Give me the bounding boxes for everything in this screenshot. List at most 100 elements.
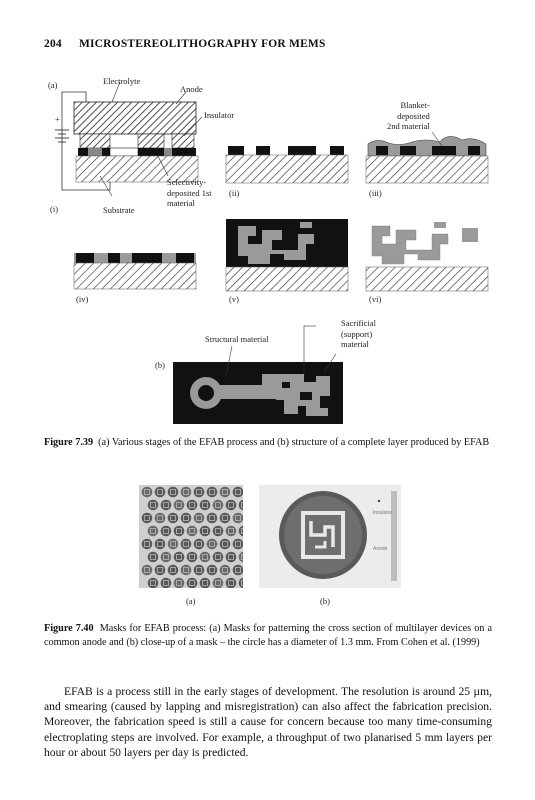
step-ii-label: (ii) bbox=[229, 188, 240, 198]
mask-pattern bbox=[144, 567, 150, 573]
mask-pattern bbox=[163, 502, 169, 508]
step-vi-label: (vi) bbox=[369, 294, 382, 304]
mask-pattern bbox=[157, 567, 163, 573]
sacrificial-line-3: material bbox=[341, 339, 369, 349]
sacrificial-material-label: Sacrificial (support) material bbox=[341, 318, 376, 350]
mask-pattern bbox=[144, 489, 150, 495]
body-paragraph: EFAB is a process still in the early sta… bbox=[44, 685, 492, 759]
mask-pattern bbox=[183, 541, 189, 547]
blanket-label: Blanket- deposited 2nd material bbox=[387, 100, 430, 132]
mask-disc bbox=[206, 538, 218, 550]
mask-pattern bbox=[183, 567, 189, 573]
mask-disc bbox=[180, 486, 192, 498]
mask-pattern bbox=[157, 541, 163, 547]
mask-pattern bbox=[222, 489, 228, 495]
mask-closeup-photo bbox=[259, 485, 401, 588]
mask-disc bbox=[141, 538, 153, 550]
sacrificial-line-1: Sacrificial bbox=[341, 318, 376, 328]
mask-disc bbox=[219, 564, 231, 576]
mask-disc bbox=[193, 512, 205, 524]
step-v-label: (v) bbox=[229, 294, 239, 304]
step-iv-label: (iv) bbox=[76, 294, 89, 304]
mask-pattern bbox=[235, 489, 241, 495]
blanket-line-2: deposited bbox=[397, 110, 430, 121]
mask-disc bbox=[212, 577, 224, 588]
mask-pattern bbox=[235, 515, 241, 521]
step-i-diagram bbox=[55, 81, 203, 197]
mask-pattern bbox=[241, 528, 243, 534]
mask-pattern bbox=[215, 554, 221, 560]
mask-pattern bbox=[189, 554, 195, 560]
step-i-label: (i) bbox=[50, 204, 59, 214]
mask-pattern bbox=[163, 528, 169, 534]
step-ii-diagram bbox=[225, 146, 349, 184]
mask-pattern bbox=[209, 515, 215, 521]
running-title: MICROSTEREOLITHOGRAPHY FOR MEMS bbox=[78, 38, 326, 50]
mask-pattern bbox=[189, 528, 195, 534]
mask-pattern bbox=[183, 515, 189, 521]
mask-pattern bbox=[183, 489, 189, 495]
mask-pattern bbox=[209, 489, 215, 495]
mask-disc bbox=[212, 525, 224, 537]
mask-disc bbox=[147, 525, 159, 537]
mask-disc bbox=[232, 538, 243, 550]
selectivity-line-2: deposited 1st bbox=[167, 187, 212, 198]
mask-disc bbox=[193, 564, 205, 576]
mask-pattern bbox=[202, 580, 208, 586]
insulator-label: Insulator bbox=[204, 110, 235, 120]
mask-disc bbox=[154, 486, 166, 498]
blanket-line-3: 2nd material bbox=[387, 121, 430, 131]
mask-pattern bbox=[222, 515, 228, 521]
mask-pattern bbox=[189, 502, 195, 508]
mask-pattern bbox=[157, 515, 163, 521]
mask-disc bbox=[141, 564, 153, 576]
mask-disc bbox=[154, 538, 166, 550]
mask-disc bbox=[180, 512, 192, 524]
mask-disc bbox=[154, 512, 166, 524]
insulator-small-label: Insulator bbox=[373, 510, 393, 516]
step-iii-label: (iii) bbox=[369, 188, 382, 198]
mask-pattern bbox=[196, 515, 202, 521]
mask-disc bbox=[225, 577, 237, 588]
mask-pattern bbox=[241, 580, 243, 586]
mask-pattern bbox=[170, 489, 176, 495]
mask-pattern bbox=[215, 502, 221, 508]
mask-pattern bbox=[196, 541, 202, 547]
mask-pattern bbox=[176, 528, 182, 534]
mask-disc bbox=[219, 486, 231, 498]
figure-7-39-caption-text: (a) Various stages of the EFAB process a… bbox=[98, 437, 490, 448]
blanket-line-1: Blanket- bbox=[400, 100, 430, 110]
mask-pattern bbox=[163, 580, 169, 586]
mask-pattern bbox=[228, 528, 234, 534]
structural-material-label: Structural material bbox=[205, 334, 269, 344]
fig39-part-a-label: (a) bbox=[48, 80, 58, 90]
fig40-part-b-label: (b) bbox=[320, 596, 330, 606]
mask-disc bbox=[147, 577, 159, 588]
mask-pattern bbox=[157, 489, 163, 495]
mask-disc bbox=[193, 538, 205, 550]
mask-pattern bbox=[215, 580, 221, 586]
figure-7-40-caption-text: Masks for EFAB process: (a) Masks for pa… bbox=[44, 623, 492, 648]
mask-pattern bbox=[170, 567, 176, 573]
mask-pattern bbox=[170, 515, 176, 521]
figure-7-39-caption-label: Figure 7.39 bbox=[44, 437, 94, 448]
mask-pattern bbox=[215, 528, 221, 534]
mask-disc bbox=[193, 486, 205, 498]
anode-small-label: Anode bbox=[373, 546, 388, 552]
mask-pattern bbox=[235, 541, 241, 547]
mask-disc bbox=[173, 577, 185, 588]
mask-disc bbox=[147, 499, 159, 511]
fig40-part-a-label: (a) bbox=[186, 596, 196, 606]
mask-disc bbox=[206, 512, 218, 524]
mask-pattern bbox=[202, 502, 208, 508]
mask-disc bbox=[219, 512, 231, 524]
mask-pattern bbox=[144, 515, 150, 521]
mask-disc bbox=[147, 551, 159, 563]
mask-disc bbox=[186, 499, 198, 511]
mask-disc bbox=[232, 486, 243, 498]
mask-disc bbox=[186, 525, 198, 537]
mask-pattern bbox=[241, 554, 243, 560]
electrolyte-label: Electrolyte bbox=[103, 76, 141, 86]
mask-pattern bbox=[170, 541, 176, 547]
